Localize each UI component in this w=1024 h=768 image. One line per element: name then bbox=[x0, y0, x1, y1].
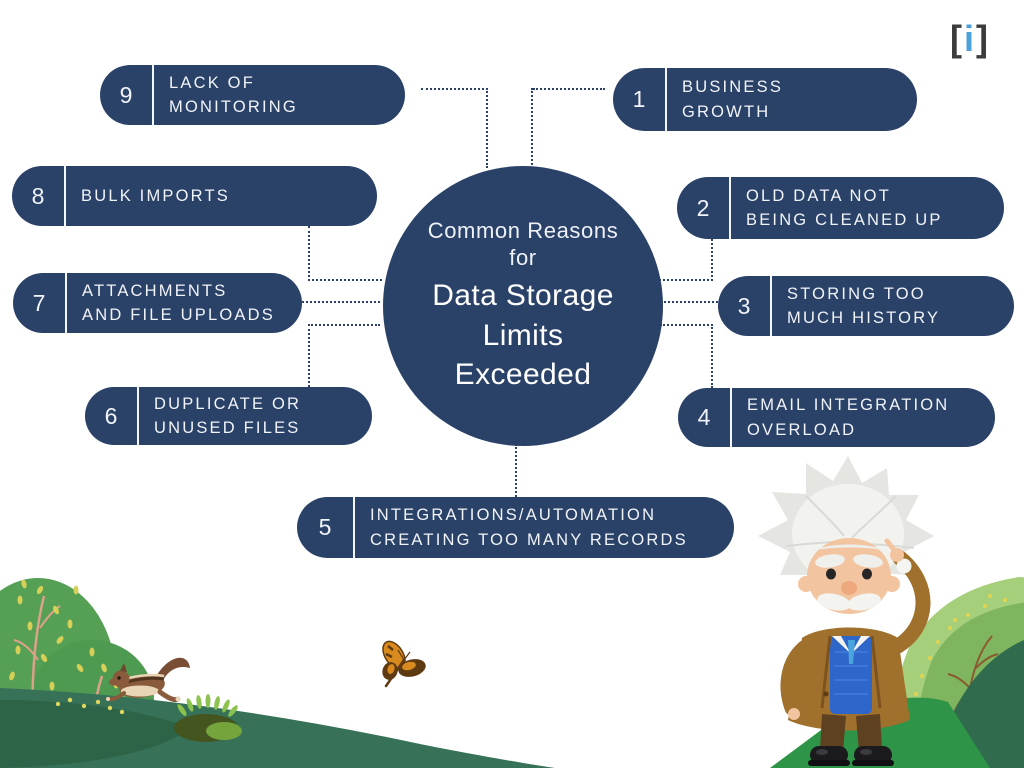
circle-subtitle-line2: for bbox=[509, 245, 537, 271]
reason-8-number: 8 bbox=[31, 182, 45, 209]
reason-pill-5: 5 INTEGRATIONS/AUTOMATION CREATING TOO M… bbox=[297, 497, 734, 558]
green-path bbox=[770, 697, 990, 768]
reason-pill-3: 3 STORING TOO MUCH HISTORY bbox=[718, 276, 1014, 336]
pill-divider bbox=[729, 177, 731, 239]
reason-pill-1: 1 BUSINESS GROWTH bbox=[613, 68, 917, 131]
connector-8-v bbox=[308, 226, 310, 281]
einstein-character bbox=[758, 456, 934, 766]
pill-divider bbox=[665, 68, 667, 131]
reason-3-line1: STORING TOO bbox=[787, 284, 926, 303]
reason-9-label: LACK OF MONITORING bbox=[154, 65, 310, 125]
brand-logo: [i] bbox=[950, 18, 989, 60]
connector-4-h bbox=[660, 324, 713, 326]
pill-divider bbox=[65, 273, 67, 333]
connector-9-h bbox=[421, 88, 488, 90]
reason-6-line1: DUPLICATE OR bbox=[154, 394, 302, 413]
reason-8-line1: BULK IMPORTS bbox=[81, 186, 230, 205]
reason-7-label: ATTACHMENTS AND FILE UPLOADS bbox=[67, 273, 287, 333]
connector-1-h bbox=[533, 88, 605, 90]
connector-9-v bbox=[486, 88, 488, 168]
butterfly-icon bbox=[382, 640, 426, 688]
reason-5-label: INTEGRATIONS/AUTOMATION CREATING TOO MAN… bbox=[355, 497, 700, 558]
logo-right-bracket: ] bbox=[976, 18, 990, 59]
reason-2-number: 2 bbox=[696, 194, 710, 221]
connector-4-v bbox=[711, 324, 713, 388]
pill-divider bbox=[137, 387, 139, 445]
hill-bush-icon bbox=[174, 694, 242, 742]
connector-3-h bbox=[661, 301, 718, 303]
circle-title: Data Storage Limits Exceeded bbox=[432, 276, 614, 396]
reason-4-line2: OVERLOAD bbox=[747, 420, 857, 439]
reason-2-label: OLD DATA NOT BEING CLEANED UP bbox=[731, 177, 955, 239]
connector-7-h bbox=[302, 301, 380, 303]
reason-5-line2: CREATING TOO MANY RECORDS bbox=[370, 530, 688, 549]
reason-pill-9: 9 LACK OF MONITORING bbox=[100, 65, 405, 125]
connector-6-v bbox=[308, 324, 310, 387]
reason-5-line1: INTEGRATIONS/AUTOMATION bbox=[370, 506, 657, 525]
left-hill bbox=[0, 688, 555, 768]
connector-2-v bbox=[711, 239, 713, 281]
reason-7-number: 7 bbox=[32, 289, 46, 316]
pill-divider bbox=[152, 65, 154, 125]
reason-4-label: EMAIL INTEGRATION OVERLOAD bbox=[732, 388, 961, 447]
reason-1-line2: GROWTH bbox=[682, 102, 771, 121]
circle-title-line1: Data Storage bbox=[432, 278, 614, 312]
logo-letter-i: i bbox=[964, 18, 976, 59]
reason-1-number: 1 bbox=[632, 86, 646, 112]
left-bushes-icon bbox=[0, 578, 154, 768]
reason-2-line1: OLD DATA NOT bbox=[746, 186, 891, 205]
reason-4-number: 4 bbox=[697, 404, 711, 430]
circle-title-line3: Exceeded bbox=[454, 358, 592, 392]
reason-3-number: 3 bbox=[737, 292, 751, 319]
reason-3-line2: MUCH HISTORY bbox=[787, 309, 941, 327]
reason-5-number: 5 bbox=[318, 514, 332, 540]
connector-1-v bbox=[531, 88, 533, 172]
reason-8-label: BULK IMPORTS bbox=[66, 166, 242, 226]
connector-2-h bbox=[659, 279, 713, 281]
reason-2-line2: BEING CLEANED UP bbox=[746, 211, 943, 229]
reason-9-number: 9 bbox=[119, 81, 133, 108]
reason-7-line1: ATTACHMENTS bbox=[82, 281, 228, 300]
connector-8-h bbox=[308, 279, 382, 281]
reason-9-line1: LACK OF bbox=[169, 73, 256, 92]
reason-9-line2: MONITORING bbox=[169, 98, 298, 116]
reason-3-label: STORING TOO MUCH HISTORY bbox=[772, 276, 952, 336]
pill-divider bbox=[770, 276, 772, 336]
right-hill bbox=[887, 577, 1024, 768]
connector-6-h bbox=[308, 324, 380, 326]
reason-pill-6: 6 DUPLICATE OR UNUSED FILES bbox=[85, 387, 372, 445]
pill-divider bbox=[730, 388, 732, 447]
reason-6-line2: UNUSED FILES bbox=[154, 419, 301, 437]
pill-divider bbox=[64, 166, 66, 226]
connector-5-v bbox=[515, 444, 517, 497]
reason-1-label: BUSINESS GROWTH bbox=[667, 68, 795, 131]
reason-6-label: DUPLICATE OR UNUSED FILES bbox=[139, 387, 313, 445]
circle-subtitle-line1: Common Reasons bbox=[427, 217, 619, 243]
reason-6-number: 6 bbox=[104, 402, 118, 429]
central-topic-circle: Common Reasons for Data Storage Limits E… bbox=[383, 166, 663, 446]
logo-left-bracket: [ bbox=[950, 18, 963, 59]
reason-pill-2: 2 OLD DATA NOT BEING CLEANED UP bbox=[677, 177, 1004, 239]
reason-4-line1: EMAIL INTEGRATION bbox=[747, 396, 950, 415]
pill-divider bbox=[353, 497, 355, 558]
circle-title-line2: Limits bbox=[482, 318, 564, 352]
reason-1-line1: BUSINESS bbox=[682, 78, 784, 97]
reason-pill-4: 4 EMAIL INTEGRATION OVERLOAD bbox=[678, 388, 995, 447]
reason-pill-7: 7 ATTACHMENTS AND FILE UPLOADS bbox=[13, 273, 302, 333]
reason-7-line2: AND FILE UPLOADS bbox=[82, 306, 275, 324]
chipmunk-icon bbox=[106, 657, 190, 703]
reason-pill-8: 8 BULK IMPORTS bbox=[12, 166, 377, 226]
